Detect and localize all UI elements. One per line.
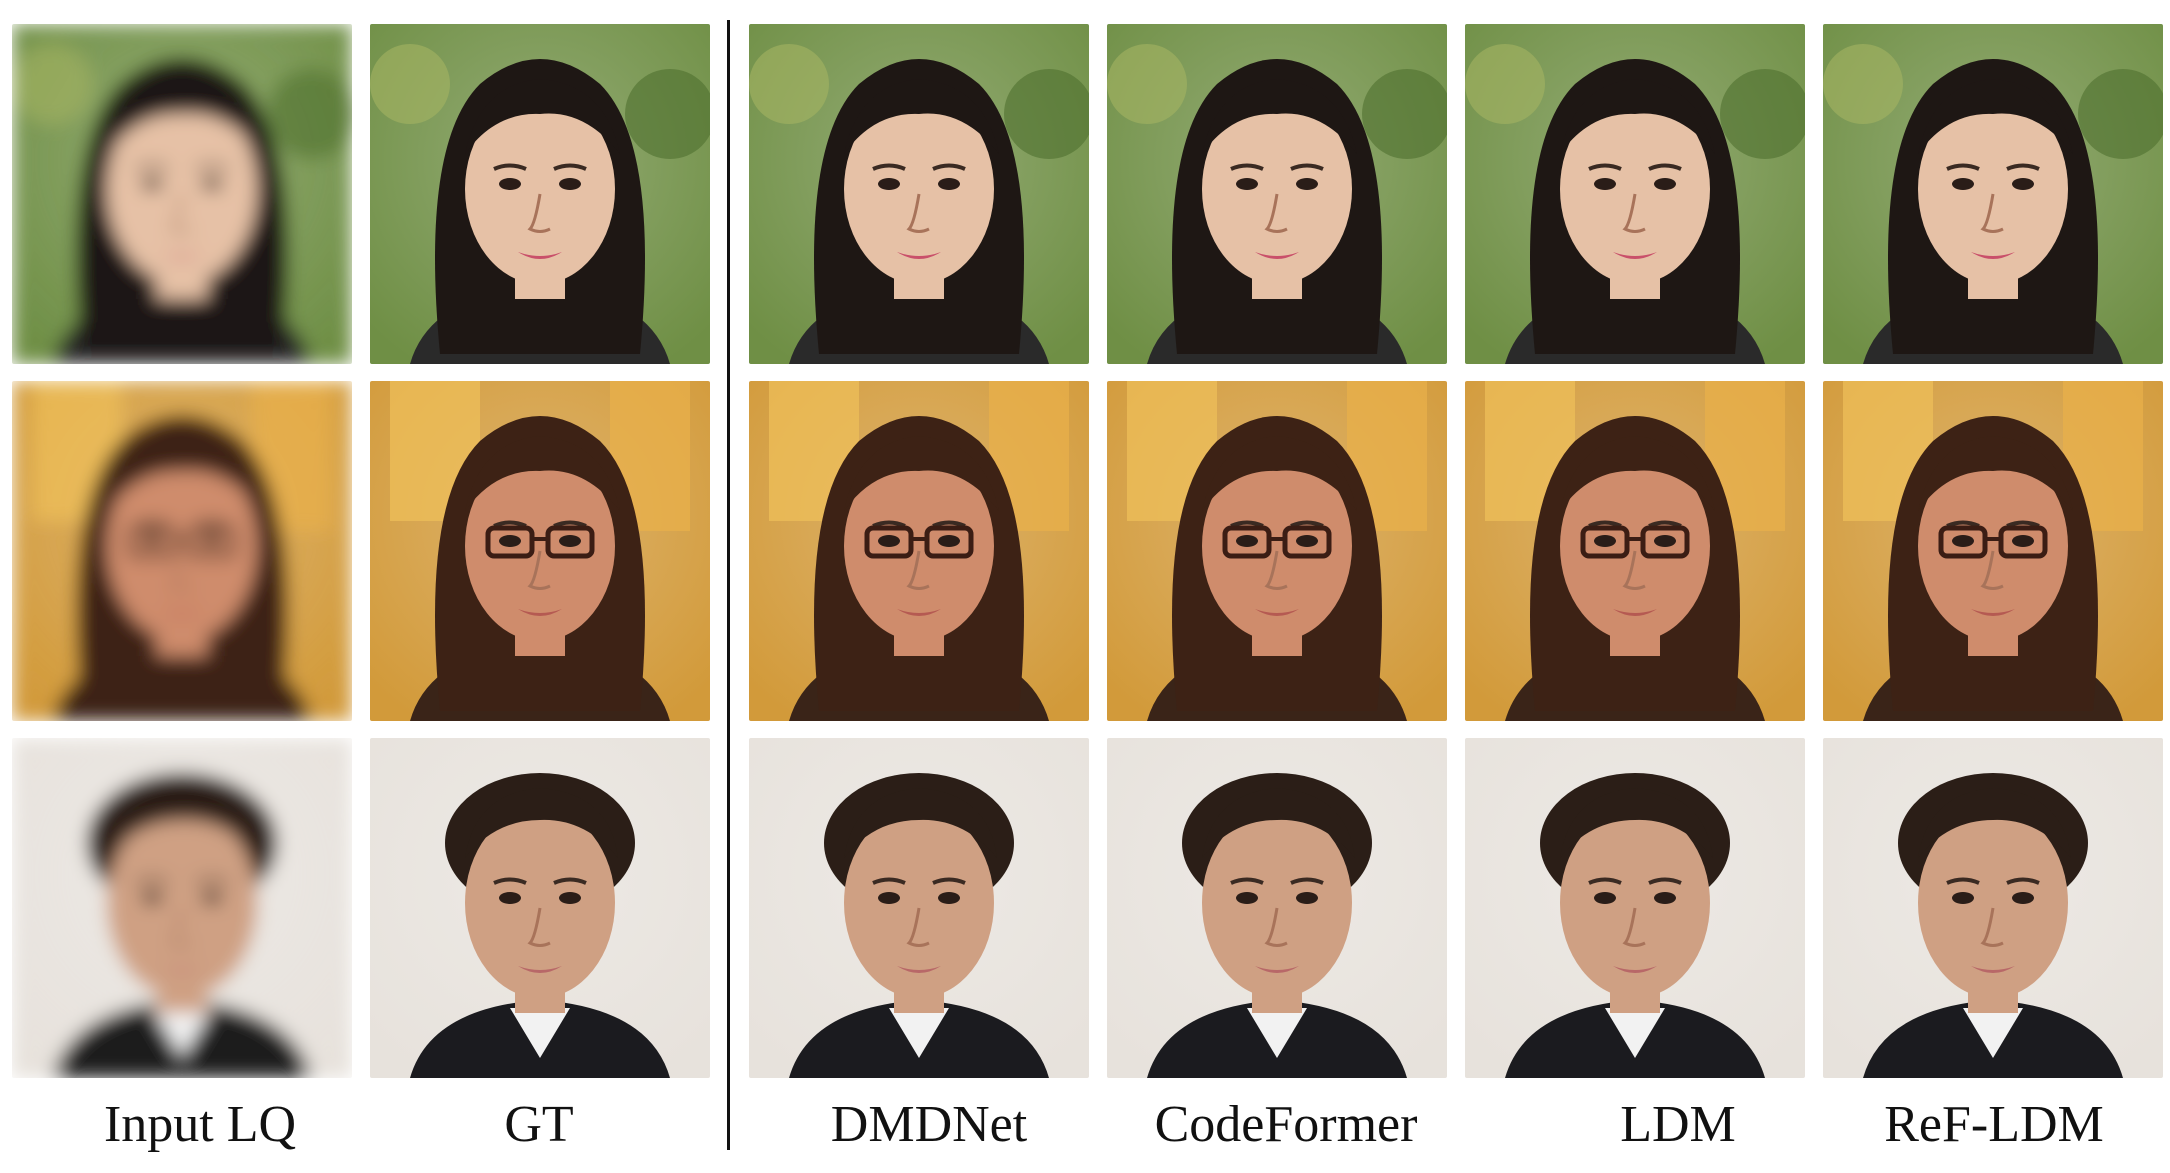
label-input-lq: Input LQ xyxy=(103,1096,297,1153)
face-image-codeformer-row-1 xyxy=(1107,24,1447,364)
label-ldm: LDM xyxy=(1620,1096,1736,1153)
face-image-ldm-row-1 xyxy=(1465,24,1805,364)
face-image-ldm-row-2 xyxy=(1465,381,1805,721)
face-image-ref-ldm-row-1 xyxy=(1823,24,2163,364)
face-image-input-lq-row-1 xyxy=(12,24,352,364)
label-ref-ldm: ReF-LDM xyxy=(1884,1096,2104,1153)
label-codeformer: CodeFormer xyxy=(1154,1096,1418,1153)
face-image-dmdnet-row-2 xyxy=(749,381,1089,721)
face-image-codeformer-row-2 xyxy=(1107,381,1447,721)
label-gt: GT xyxy=(504,1096,574,1153)
face-image-gt-row-2 xyxy=(370,381,710,721)
face-image-ref-ldm-row-3 xyxy=(1823,738,2163,1078)
face-image-input-lq-row-3 xyxy=(12,738,352,1078)
face-image-gt-row-3 xyxy=(370,738,710,1078)
face-image-codeformer-row-3 xyxy=(1107,738,1447,1078)
face-image-dmdnet-row-3 xyxy=(749,738,1089,1078)
column-divider xyxy=(727,20,730,1150)
label-dmdnet: DMDNet xyxy=(830,1096,1028,1153)
face-image-ldm-row-3 xyxy=(1465,738,1805,1078)
face-image-ref-ldm-row-2 xyxy=(1823,381,2163,721)
face-image-dmdnet-row-1 xyxy=(749,24,1089,364)
face-image-gt-row-1 xyxy=(370,24,710,364)
face-image-input-lq-row-2 xyxy=(12,381,352,721)
